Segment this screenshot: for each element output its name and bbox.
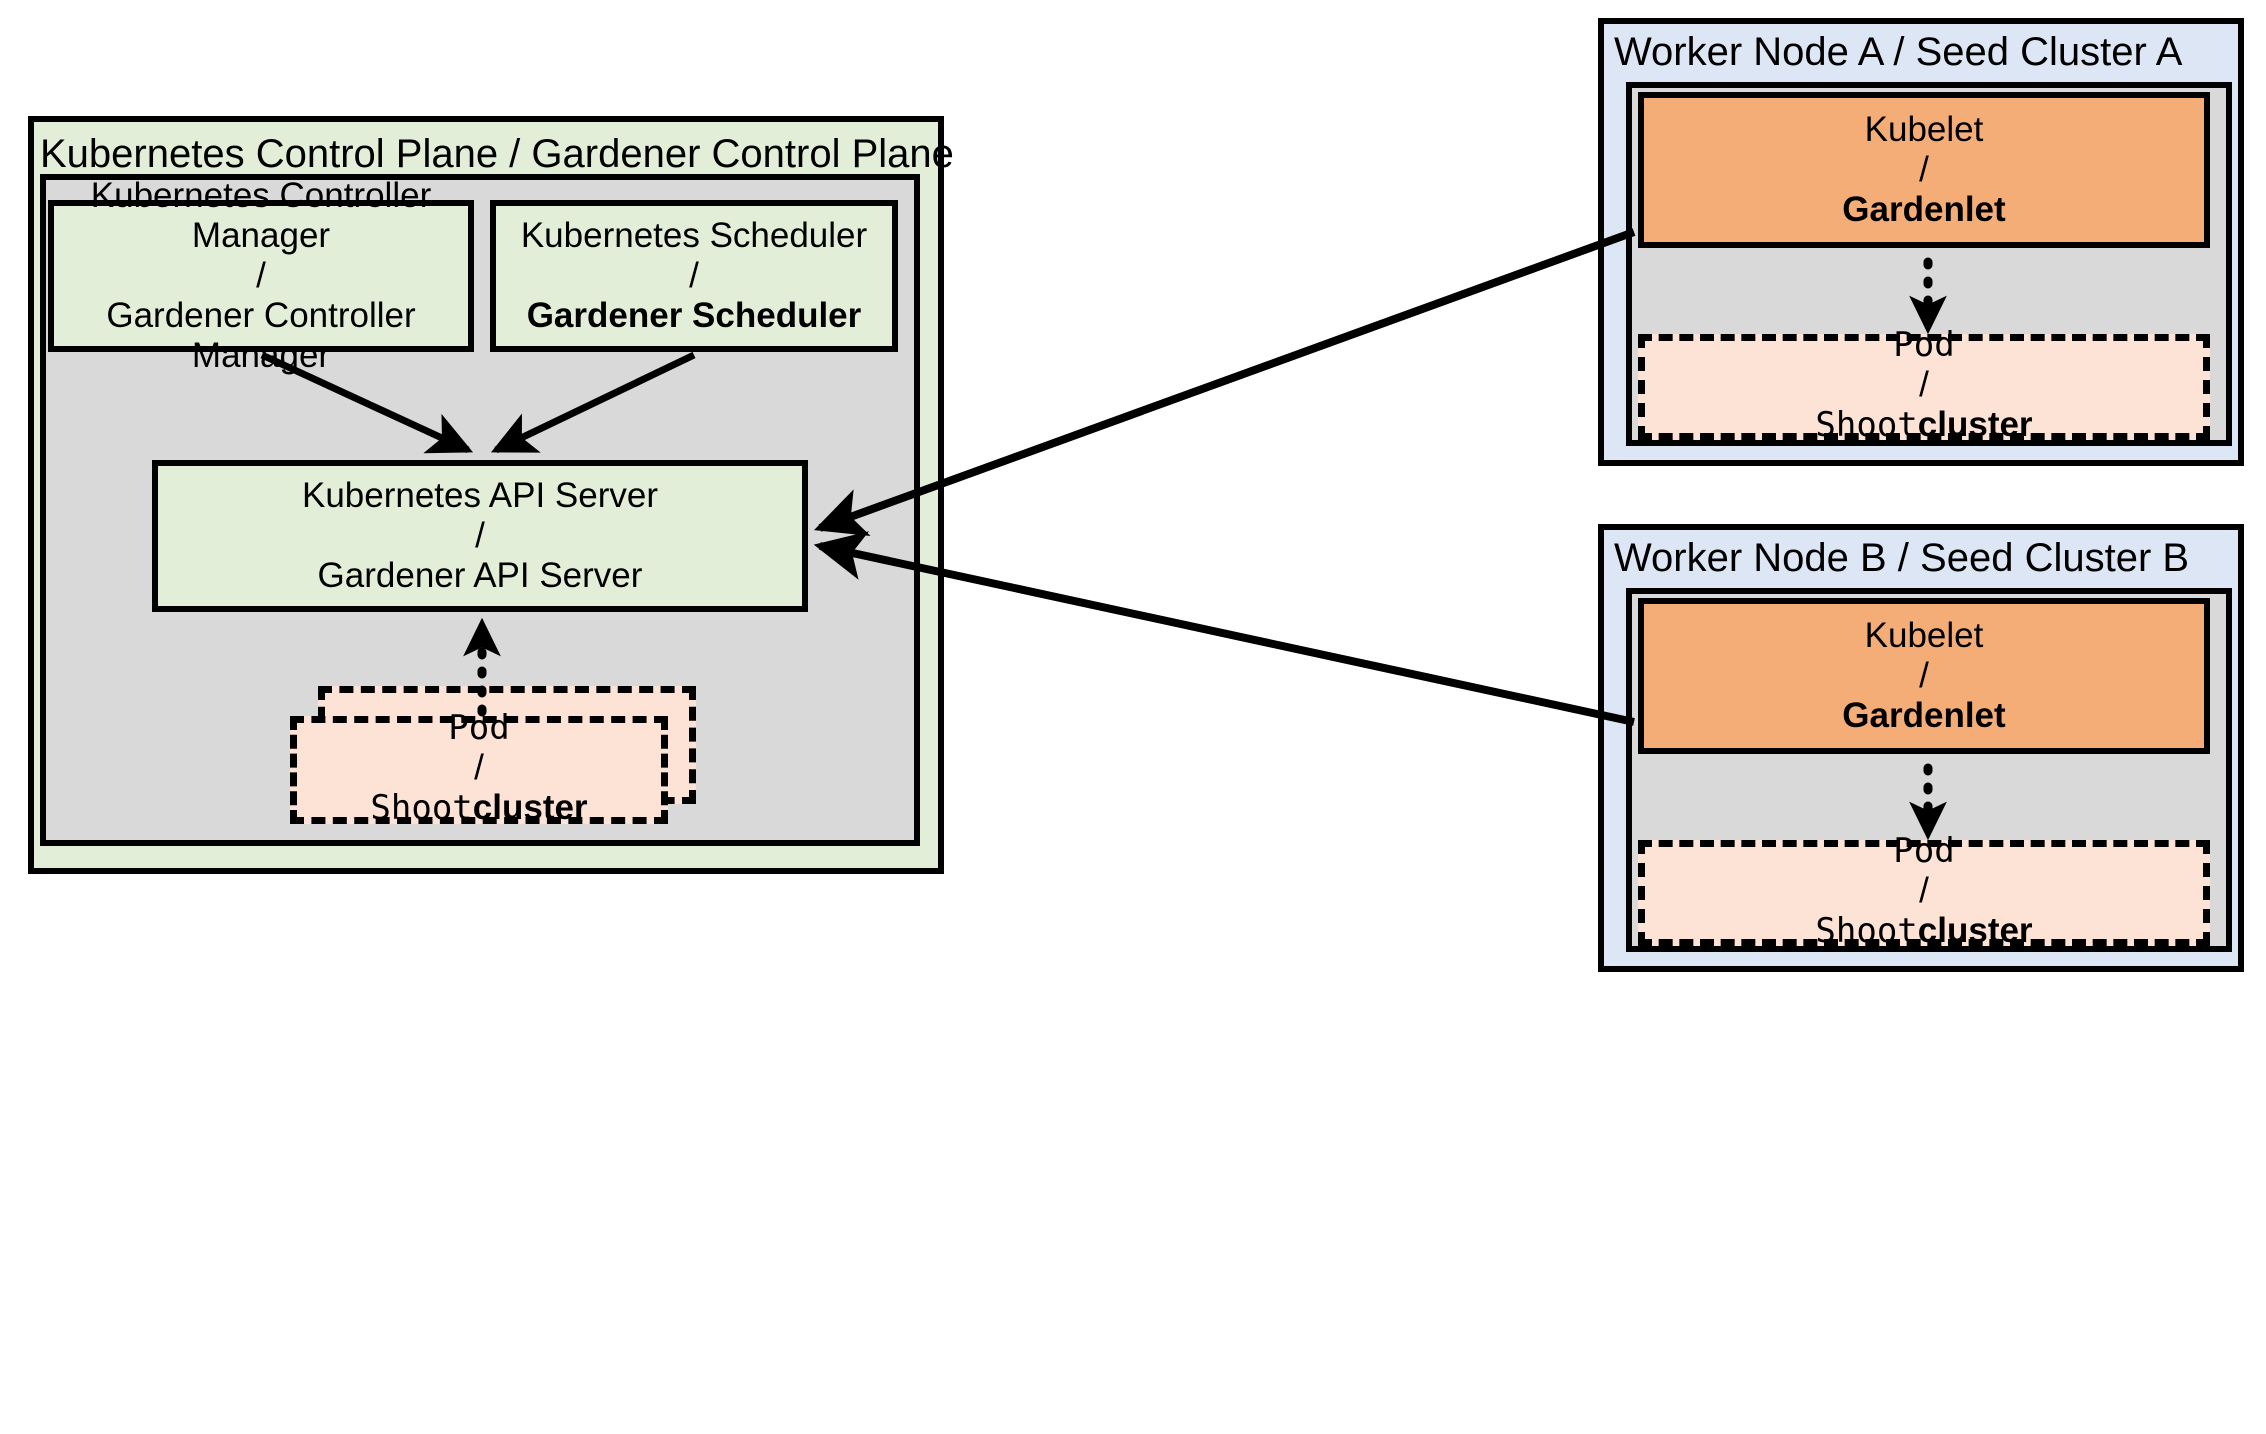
kubelet-b-line1: Kubelet [1864,616,1984,655]
kubelet-b-separator: / [1919,656,1929,695]
worker-node-a-pod-cluster: cluster [1917,405,2033,445]
kubelet-a-line2: Gardenlet [1842,190,2006,229]
controller-manager-text: Kubernetes Controller Manager / Gardener… [54,176,468,376]
control-plane-pod-cluster: cluster [472,788,588,828]
kubernetes-api-server-box[interactable]: Kubernetes API Server / Gardener API Ser… [152,460,808,612]
kubelet-a-separator: / [1919,150,1929,189]
control-plane-pod-box[interactable]: Pod / Shootcluster [290,708,668,828]
scheduler-line1: Kubernetes Scheduler [520,216,868,255]
worker-node-a-pod-shoot: Shoot [1815,405,1918,446]
worker-node-a-pod-line2: Shootcluster [1645,405,2203,445]
controller-manager-line2: Gardener Controller Manager [106,296,416,375]
kubelet-a-line1: Kubelet [1864,110,1984,149]
api-server-line2: Gardener API Server [317,556,643,595]
worker-node-b-pod-text: Pod / Shootcluster [1645,831,2203,951]
worker-node-b-pod-separator: / [1919,871,1929,911]
worker-node-b-pod-line2: Shootcluster [1645,911,2203,951]
worker-node-b-pod-box[interactable]: Pod / Shootcluster [1638,831,2210,951]
control-plane-title: Kubernetes Control Plane / Gardener Cont… [40,132,954,176]
api-server-line1: Kubernetes API Server [301,476,659,515]
worker-node-a-pod-text: Pod / Shootcluster [1645,325,2203,445]
scheduler-text: Kubernetes Scheduler / Gardener Schedule… [496,216,892,336]
kubernetes-controller-manager-box[interactable]: Kubernetes Controller Manager / Gardener… [48,176,474,375]
worker-node-a-pod-line1: Pod [1893,325,1955,366]
control-plane-pod-separator: / [474,748,484,788]
kubelet-a-text: Kubelet / Gardenlet [1644,110,2204,230]
scheduler-separator: / [689,256,699,295]
worker-node-b-title: Worker Node B / Seed Cluster B [1614,536,2190,580]
control-plane-pod-shoot: Shoot [370,788,473,829]
control-plane-pod-line1: Pod [448,708,510,749]
controller-manager-separator: / [256,256,266,295]
controller-manager-line1: Kubernetes Controller Manager [90,176,432,255]
control-plane-pod-line2: Shootcluster [297,788,661,828]
kubelet-b-line2: Gardenlet [1842,696,2006,735]
api-server-separator: / [475,516,485,555]
kubelet-b-text: Kubelet / Gardenlet [1644,616,2204,736]
worker-node-b-pod-cluster: cluster [1917,911,2033,951]
control-plane-pod-text: Pod / Shootcluster [297,708,661,828]
worker-node-a-title: Worker Node A / Seed Cluster A [1614,30,2183,74]
kubernetes-scheduler-box[interactable]: Kubernetes Scheduler / Gardener Schedule… [490,200,898,352]
kubelet-gardenlet-b-box[interactable]: Kubelet / Gardenlet [1638,598,2210,754]
api-server-text: Kubernetes API Server / Gardener API Ser… [158,476,802,596]
worker-node-a-pod-box[interactable]: Pod / Shootcluster [1638,325,2210,445]
worker-node-b-pod-line1: Pod [1893,831,1955,872]
kubelet-gardenlet-a-box[interactable]: Kubelet / Gardenlet [1638,92,2210,248]
worker-node-a-pod-separator: / [1919,365,1929,405]
worker-node-b-pod-shoot: Shoot [1815,911,1918,952]
scheduler-line2: Gardener Scheduler [526,296,862,335]
